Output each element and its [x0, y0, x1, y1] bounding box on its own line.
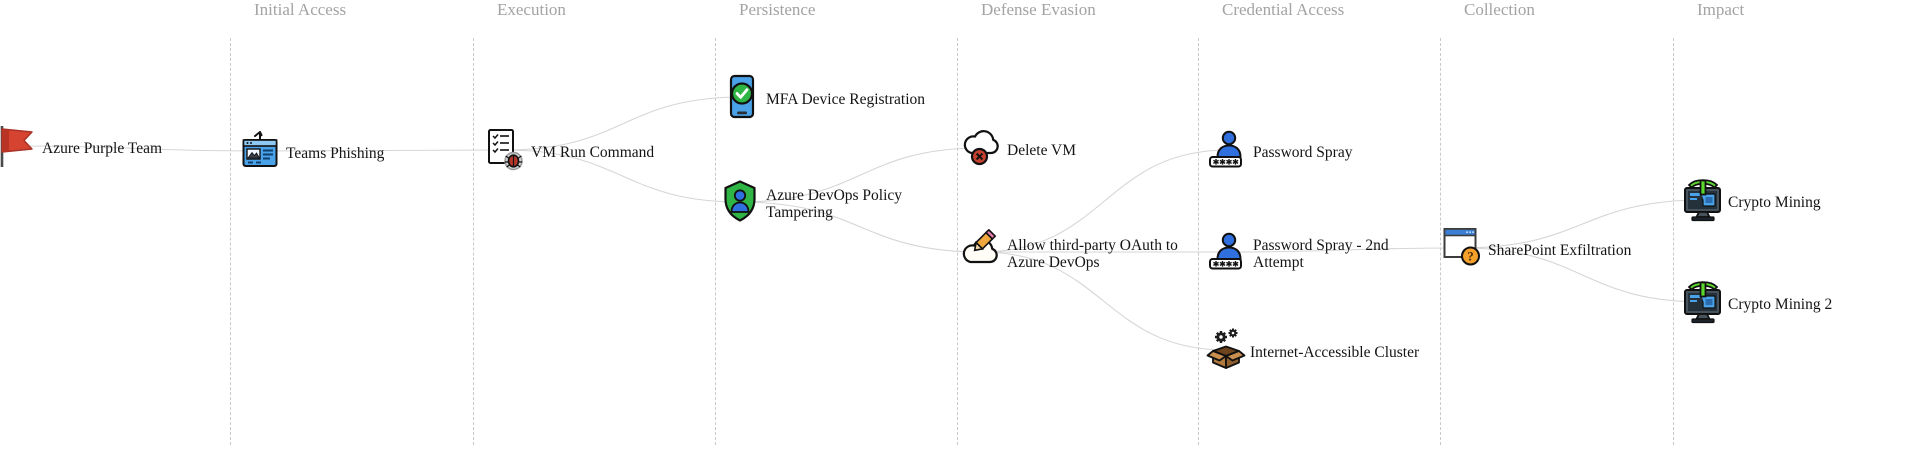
- user-password-icon: [1206, 127, 1250, 173]
- node-label-line: MFA Device Registration: [766, 90, 925, 108]
- lane-separator-initial-access: [230, 38, 231, 445]
- cloud-delete-icon: [959, 125, 1003, 171]
- lane-header-collection: Collection: [1464, 0, 1535, 19]
- node-label: MFA Device Registration: [766, 91, 925, 108]
- node-label-line: Crypto Mining: [1728, 193, 1821, 211]
- node-label: Password Spray: [1253, 144, 1352, 161]
- edge-sharepoint-exfiltration-to-crypto-mining-2: [1461, 247, 1704, 303]
- svg-text:?: ?: [1467, 249, 1474, 264]
- node-label-line: Password Spray - 2nd: [1253, 237, 1389, 254]
- lane-header-execution: Execution: [497, 0, 566, 19]
- lane-separator-defense-evasion: [957, 38, 958, 445]
- node-label: Delete VM: [1007, 142, 1076, 159]
- node-label-line: Delete VM: [1007, 141, 1077, 159]
- node-label-line: VM Run Command: [531, 143, 655, 161]
- box-gears-icon: [1206, 327, 1246, 373]
- edge-sharepoint-exfiltration-to-crypto-mining: [1461, 199, 1704, 249]
- shield-user-icon: [720, 179, 760, 225]
- node-label: Teams Phishing: [286, 145, 384, 162]
- lane-separator-execution: [473, 38, 474, 445]
- node-label-line: Attempt: [1253, 254, 1304, 271]
- flag-icon: [0, 123, 36, 169]
- cloud-edit-icon: [959, 228, 1003, 275]
- lane-header-credential-access: Credential Access: [1222, 0, 1345, 19]
- lane-separator-persistence: [715, 38, 716, 445]
- node-label-line: Tampering: [766, 204, 833, 221]
- node-label-line: Azure DevOps Policy: [766, 187, 903, 204]
- node-label-line: Allow third-party OAuth to: [1007, 237, 1178, 254]
- node-label-line: Teams Phishing: [286, 144, 385, 162]
- edge-azure-purple-team-to-teams-phishing: [15, 145, 261, 152]
- node-label-line: SharePoint Exfiltration: [1488, 241, 1632, 259]
- node-label: VM Run Command: [531, 144, 654, 161]
- node-label-line: Azure DevOps: [1007, 254, 1100, 271]
- edge-azure-devops-policy-tampering-to-allow-third-party-oauth: [739, 201, 982, 253]
- lane-header-impact: Impact: [1697, 0, 1745, 19]
- lane-header-defense-evasion: Defense Evasion: [981, 0, 1096, 19]
- crypto-miner-icon: [1681, 278, 1725, 326]
- edge-allow-third-party-oauth-to-password-spray: [980, 149, 1229, 253]
- user-password-icon: [1206, 229, 1250, 275]
- edge-azure-devops-policy-tampering-to-delete-vm: [739, 147, 982, 203]
- edge-password-spray-2nd-to-sharepoint-exfiltration: [1227, 247, 1463, 253]
- browser-question-icon: ?: [1442, 225, 1482, 271]
- edge-vm-run-command-to-mfa-device-registration: [504, 96, 743, 151]
- node-label: Azure Purple Team: [42, 140, 162, 157]
- phone-check-icon: [722, 74, 762, 120]
- lane-header-persistence: Persistence: [739, 0, 816, 19]
- node-label: Crypto Mining 2: [1728, 296, 1832, 313]
- node-label-line: Password Spray: [1253, 143, 1353, 161]
- node-label: SharePoint Exfiltration: [1488, 242, 1631, 259]
- lane-separator-credential-access: [1198, 38, 1199, 445]
- lane-separator-impact: [1673, 38, 1674, 445]
- lane-separator-collection: [1440, 38, 1441, 445]
- script-bug-icon: [485, 127, 525, 173]
- node-label: Internet-Accessible Cluster: [1250, 344, 1419, 361]
- node-label-line: Azure Purple Team: [42, 139, 163, 157]
- edge-teams-phishing-to-vm-run-command: [259, 149, 506, 152]
- edge-allow-third-party-oauth-to-internet-accessible-cluster: [980, 251, 1227, 351]
- node-label: Crypto Mining: [1728, 194, 1821, 211]
- lane-header-initial-access: Initial Access: [254, 0, 347, 19]
- edge-vm-run-command-to-azure-devops-policy-tampering: [504, 149, 741, 203]
- phishing-browser-icon: [240, 128, 280, 174]
- node-label-line: Internet-Accessible Cluster: [1250, 343, 1420, 361]
- node-label-line: Crypto Mining 2: [1728, 295, 1833, 313]
- crypto-miner-icon: [1681, 176, 1725, 224]
